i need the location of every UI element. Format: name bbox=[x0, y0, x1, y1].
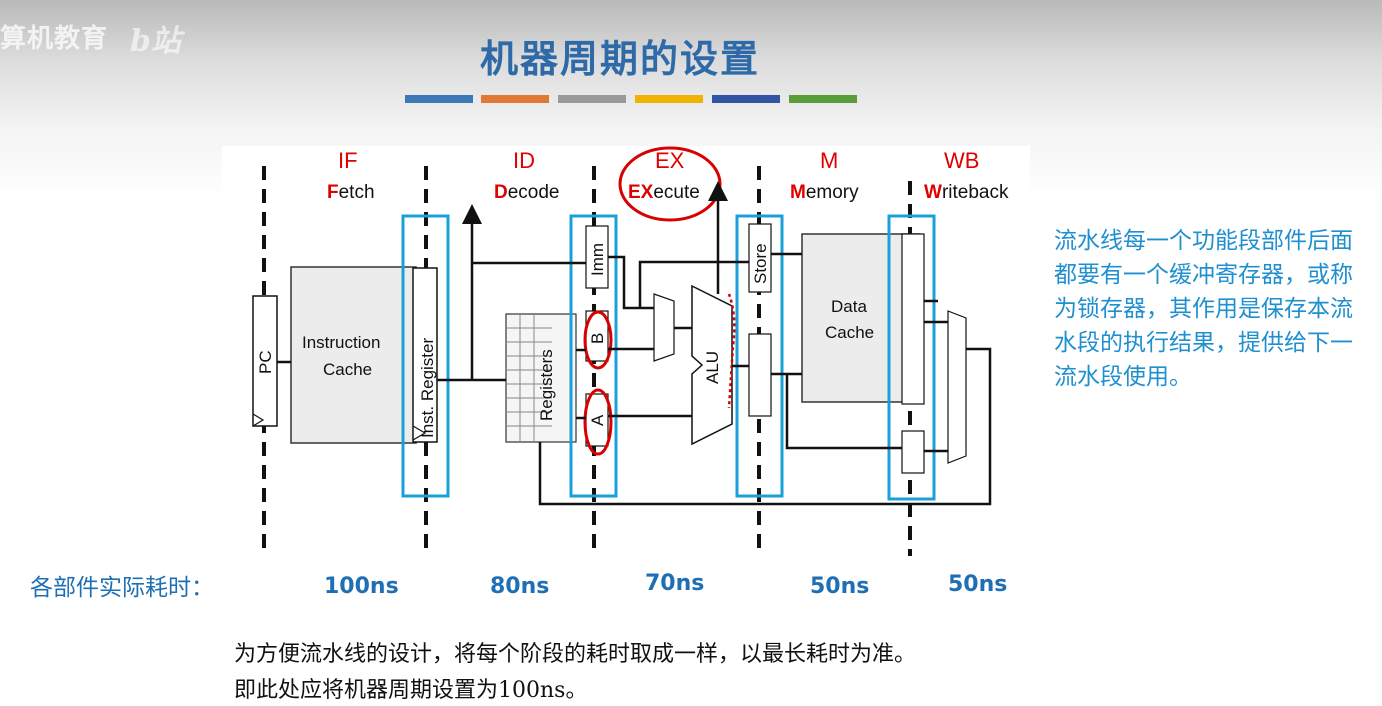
inst-register-label: Inst. Register bbox=[418, 338, 437, 438]
time-id: 80ns bbox=[490, 574, 550, 599]
watermark: 算机教育 bbox=[0, 24, 109, 54]
if-id-latch-highlight bbox=[401, 214, 450, 498]
icache-label-1: Instruction bbox=[302, 333, 380, 352]
alu-out-latch bbox=[748, 333, 772, 417]
color-bar-2 bbox=[481, 95, 549, 103]
stage-m-name: Memory bbox=[790, 182, 859, 203]
time-ex: 70ns bbox=[645, 571, 705, 596]
time-if: 100ns bbox=[324, 574, 399, 599]
b-label: B bbox=[588, 333, 607, 344]
pc-register bbox=[252, 295, 278, 427]
icache-label-2: Cache bbox=[323, 360, 372, 379]
color-bar-1 bbox=[405, 95, 473, 103]
slide-title: 机器周期的设置 bbox=[480, 37, 761, 81]
color-bar-6 bbox=[789, 95, 857, 103]
watermark-logo: b站 bbox=[130, 24, 181, 59]
stage-ex-name: EXecute bbox=[628, 182, 700, 203]
bottom-note-line1: 为方便流水线的设计，将每个阶段的耗时取成一样，以最长耗时为准。 bbox=[234, 642, 917, 667]
time-wb: 50ns bbox=[948, 572, 1008, 597]
bottom-note-line2: 即此处应将机器周期设置为100ns。 bbox=[234, 678, 588, 703]
color-bar-4 bbox=[635, 95, 703, 103]
store-latch bbox=[748, 223, 772, 293]
registers-label: Registers bbox=[537, 349, 556, 421]
dcache-label-2: Cache bbox=[825, 323, 874, 342]
pipeline-diagram: IF Fetch ID Decode EX EXecute M Memory W… bbox=[222, 146, 1030, 558]
m-wb-latch-highlight bbox=[887, 214, 936, 501]
b-highlight-circle bbox=[583, 310, 613, 370]
dcache-label-1: Data bbox=[831, 297, 867, 316]
time-m: 50ns bbox=[810, 574, 870, 599]
m-wb-latch-2 bbox=[901, 430, 925, 474]
m-wb-latch-1 bbox=[901, 233, 925, 405]
stage-wb-name: Writeback bbox=[924, 182, 1009, 203]
instruction-cache bbox=[290, 266, 417, 444]
color-bar-3 bbox=[558, 95, 626, 103]
stage-m-abbr: M bbox=[820, 148, 838, 173]
stage-if-abbr: IF bbox=[338, 148, 358, 173]
alu-label: ALU bbox=[703, 351, 722, 384]
explanation-note: 流水线每一个功能段部件后面都要有一个缓冲寄存器，或称为锁存器，其作用是保存本流水… bbox=[1054, 228, 1353, 390]
wb-mux bbox=[947, 310, 967, 464]
data-cache bbox=[801, 233, 921, 403]
ex-m-latch-highlight bbox=[735, 214, 784, 498]
alu bbox=[691, 284, 733, 446]
stage-wb-abbr: WB bbox=[944, 148, 979, 173]
register-file bbox=[505, 313, 577, 443]
datapath-wires bbox=[277, 181, 992, 506]
store-label: Store bbox=[751, 243, 770, 284]
imm-label: Imm bbox=[588, 243, 607, 276]
color-bar-5 bbox=[712, 95, 780, 103]
alu-annotation bbox=[727, 293, 736, 409]
id-ex-latch-highlight bbox=[569, 214, 618, 498]
stage-id-abbr: ID bbox=[513, 148, 535, 173]
stage-ex-abbr: EX bbox=[655, 148, 685, 173]
stage-id-name: Decode bbox=[494, 182, 560, 203]
a-label: A bbox=[588, 414, 607, 426]
times-label: 各部件实际耗时： bbox=[30, 575, 214, 601]
pc-label: PC bbox=[256, 350, 275, 374]
alu-mux bbox=[653, 293, 675, 362]
inst-register bbox=[412, 267, 438, 443]
a-highlight-circle bbox=[583, 388, 613, 456]
stage-if-name: Fetch bbox=[327, 182, 375, 203]
